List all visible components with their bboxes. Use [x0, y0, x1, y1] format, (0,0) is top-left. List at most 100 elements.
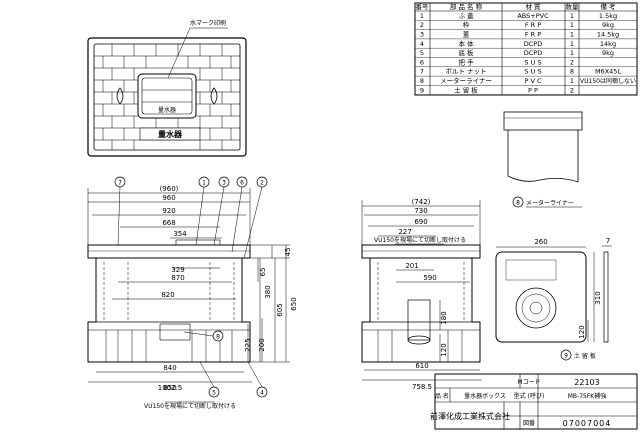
board-hole-dim: 120	[578, 325, 586, 338]
front-width-dim-1: 960	[162, 194, 175, 202]
title-block	[434, 373, 638, 430]
header-note: 備 考	[600, 2, 616, 11]
table-row-material: F R P	[525, 31, 541, 39]
front-width-dim-9: 850	[163, 384, 176, 392]
table-row-qty: 1	[570, 21, 574, 29]
header-material: 材 質	[525, 2, 541, 11]
table-row-qty: 1	[570, 77, 574, 85]
balloon-leader	[117, 186, 121, 246]
meter-liner	[503, 111, 583, 183]
front-width-dim-5: 329	[171, 266, 184, 274]
table-row-no: 3	[420, 31, 424, 39]
board-balloon-number: 9	[564, 353, 568, 360]
model-label: 型式 (呼び)	[514, 392, 545, 400]
table-row-qty: 2	[570, 86, 574, 94]
table-row-name: 土 留 板	[454, 85, 478, 94]
front-height-dim-6: 200	[258, 338, 266, 351]
front-balloon-1: 1	[202, 180, 206, 187]
table-row-qty: 8	[570, 68, 574, 76]
front-width-dim-0: (960)	[160, 185, 179, 193]
table-row-material: P P	[528, 86, 538, 94]
front-width-dim-4: 354	[173, 230, 187, 238]
front-balloon-7: 7	[118, 180, 122, 187]
drawing-label: 図番	[523, 420, 535, 427]
table-row-material: DCPD	[524, 49, 542, 57]
front-height-dim-3: 605	[276, 303, 284, 316]
front-width-dim-8: 840	[163, 364, 176, 372]
table-row-no: 2	[420, 21, 424, 29]
board-width-dim: 260	[534, 238, 547, 246]
company-name: 前澤化成工業株式会社	[430, 411, 510, 421]
front-balloon-8: 8	[216, 334, 220, 341]
balloon-leader	[247, 361, 263, 388]
side-width-dim-4: 201	[405, 262, 418, 270]
table-row-note: M6X45L	[595, 68, 621, 76]
table-row-no: 1	[420, 12, 424, 20]
front-balloon-3: 3	[222, 180, 226, 187]
table-row-name: 蓋	[463, 30, 470, 39]
table-row-name: メーターライナー	[440, 76, 492, 85]
table-row-no: 8	[420, 77, 424, 85]
table-row-name: 本 体	[458, 39, 474, 48]
front-height-dim-2: 380	[264, 285, 272, 298]
table-row-qty: 1	[570, 40, 574, 48]
model-value: MB-75FK補強	[568, 392, 606, 400]
name-label: 品 名	[435, 392, 449, 400]
side-width-dim-3: 227	[398, 228, 411, 236]
side-width-dim-5: 590	[423, 274, 436, 282]
table-row-note: 14.5kg	[597, 31, 619, 39]
balloon-leader	[243, 186, 263, 259]
table-row-no: 4	[420, 40, 424, 48]
soil-board-dims: 260 7 310 120	[534, 237, 610, 339]
header-no: 番号	[416, 3, 430, 11]
table-row-qty: 1	[570, 49, 574, 57]
balloon-leader	[195, 186, 205, 246]
side-width-dim-1: 730	[414, 207, 427, 215]
side-view	[361, 200, 482, 381]
side-width-dim-6: 610	[415, 362, 428, 370]
table-row-note: 14kg	[600, 40, 616, 48]
table-row-material: DCPD	[524, 40, 542, 48]
table-row-qty: 1	[570, 12, 574, 20]
board-thickness-dim: 7	[606, 237, 610, 245]
header-qty: 数量	[566, 2, 580, 11]
mcode-value: 22103	[574, 378, 599, 387]
side-width-dim-0: (742)	[412, 198, 431, 206]
front-height-dim-5: 225	[244, 338, 252, 351]
header-name: 部 品 名 称	[450, 2, 483, 11]
balloon-leader	[199, 361, 215, 388]
front-height-dim-1: 65	[259, 268, 267, 277]
front-width-dim-overall: 1002.5	[158, 384, 183, 392]
liner-label: メーターライナー	[526, 199, 574, 207]
table-row-note: 9kg	[602, 21, 614, 29]
top-view-callout: 水マーク印刷	[167, 19, 228, 79]
side-width-dim-7: 758.5	[412, 383, 432, 391]
front-view	[87, 188, 290, 383]
table-row-name: 把 手	[458, 57, 474, 66]
balloon-leader	[231, 186, 243, 253]
side-height-dim-1: 120	[440, 343, 448, 356]
drawing-number: 07007004	[563, 419, 612, 428]
board-label-group: 9 土 留 板	[560, 349, 596, 361]
parts-table-headers: 番号 部 品 名 称 材 質 数量 備 考	[416, 2, 617, 11]
side-width-dim-2: 690	[414, 218, 427, 226]
front-balloon-2: 2	[260, 180, 264, 187]
table-row-name: 底 板	[458, 48, 474, 57]
lid-text: 量水器	[158, 106, 176, 114]
front-balloon-5: 5	[212, 390, 216, 397]
board-label: 土 留 板	[574, 352, 596, 360]
front-width-dim-7: 820	[161, 291, 174, 299]
front-balloon-6: 6	[240, 180, 244, 187]
mcode-label: Mコード	[517, 379, 540, 386]
board-balloon	[560, 349, 572, 361]
board-height-dim: 310	[594, 291, 602, 304]
table-row-name: 枠	[463, 20, 470, 29]
product-name: 量水器ボックス	[464, 392, 506, 400]
liner-balloon-number: 8	[516, 200, 520, 207]
table-row-material: S U S	[524, 58, 541, 66]
liner-balloon	[512, 196, 524, 208]
table-row-material: S U S	[524, 68, 541, 76]
